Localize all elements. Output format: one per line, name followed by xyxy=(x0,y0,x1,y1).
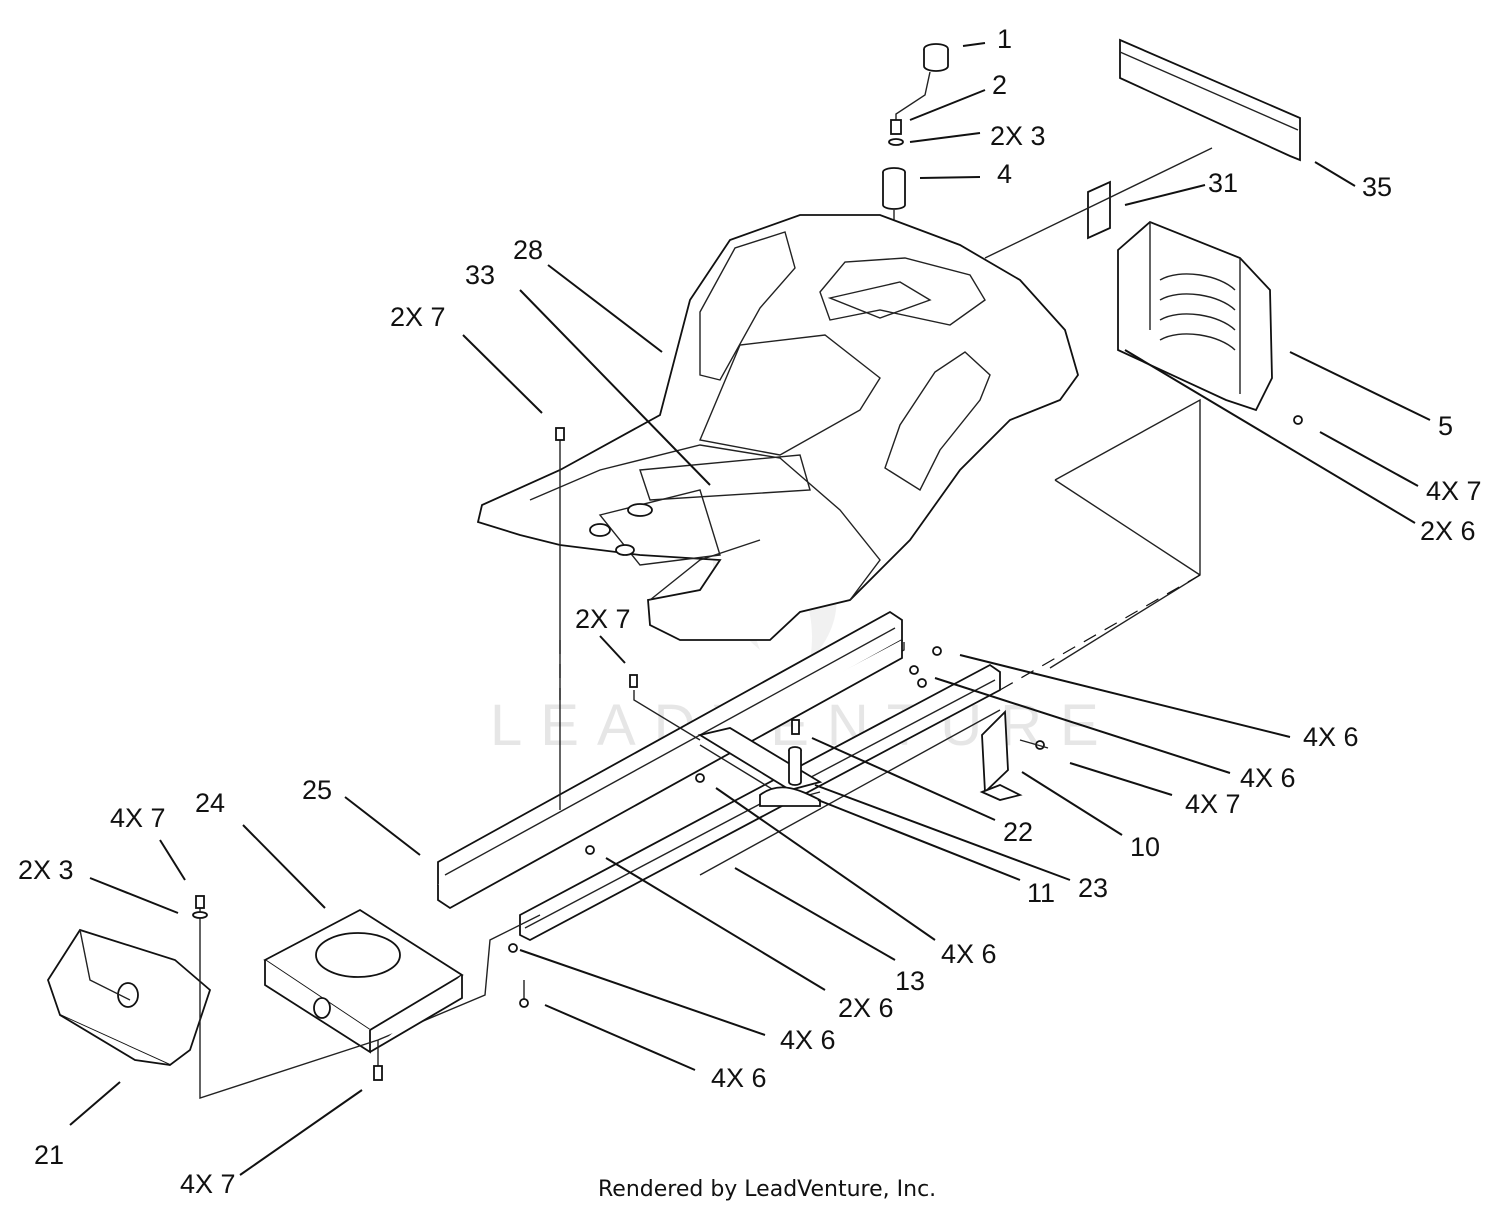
nut-2x6 xyxy=(585,845,595,855)
callout-2x7-upper: 2X 7 xyxy=(390,302,446,332)
bolt-2x7-b-line xyxy=(633,690,701,741)
callout-4x6-c: 4X 6 xyxy=(941,939,997,969)
callout-4: 4 xyxy=(997,159,1012,189)
callout-2x3-left: 2X 3 xyxy=(18,855,74,885)
bolt-2x7-b xyxy=(629,674,638,688)
part-35-rear-strip xyxy=(1119,38,1301,162)
callout-4x7-bottom: 4X 7 xyxy=(180,1169,236,1199)
part-23-spacer xyxy=(788,746,802,786)
callout-21: 21 xyxy=(34,1140,64,1170)
part-31-decal xyxy=(1087,180,1111,240)
part-28-body xyxy=(476,214,1079,641)
washer-2x3 xyxy=(192,911,208,919)
bolt-4x7 xyxy=(373,1065,383,1081)
callout-23: 23 xyxy=(1078,873,1108,903)
nut-4x6 xyxy=(695,773,705,783)
part-25-left-rail xyxy=(437,610,905,910)
bolt-2x3 xyxy=(195,895,205,909)
render-credit: Rendered by LeadVenture, Inc. xyxy=(598,1177,936,1202)
callout-2x6-lower: 2X 6 xyxy=(838,993,894,1023)
part-1-knob xyxy=(895,43,949,130)
callout-13: 13 xyxy=(895,966,925,996)
part-22-bolt xyxy=(791,719,800,735)
callout-2x6-right: 2X 6 xyxy=(1420,516,1476,546)
callout-4x7-left: 4X 7 xyxy=(110,803,166,833)
callout-2x7-mid: 2X 7 xyxy=(575,604,631,634)
part-5-bolt xyxy=(1293,415,1303,425)
leader-lines xyxy=(69,42,1431,1176)
bolt-2x3-line xyxy=(199,900,379,1099)
fasteners-4x6-upper xyxy=(909,646,1049,750)
callout-25: 25 xyxy=(302,775,332,805)
callout-11: 11 xyxy=(1027,878,1055,908)
callout-10: 10 xyxy=(1130,832,1160,862)
callout-22: 22 xyxy=(1003,817,1033,847)
callout-4x6-d: 4X 6 xyxy=(780,1025,836,1055)
callout-5: 5 xyxy=(1438,411,1453,441)
nut-4x6-mid xyxy=(508,943,518,953)
callout-1: 1 xyxy=(997,24,1012,54)
callout-4x7-mid: 4X 7 xyxy=(1185,789,1241,819)
callout-4x7-right: 4X 7 xyxy=(1426,476,1482,506)
floor-outline-dashed xyxy=(999,574,1201,691)
frame-floor-outline xyxy=(377,709,1001,1041)
callout-24: 24 xyxy=(195,788,225,818)
floor-outline xyxy=(984,147,1213,669)
callout-31: 31 xyxy=(1208,168,1238,198)
part-3-washer xyxy=(888,138,904,146)
callout-4x6-a: 4X 6 xyxy=(1303,722,1359,752)
callout-35: 35 xyxy=(1362,172,1392,202)
part-24-plate xyxy=(263,908,464,1054)
callout-28: 28 xyxy=(513,235,543,265)
bolt-2x7-a xyxy=(555,427,565,441)
callout-4x6-b: 4X 6 xyxy=(1240,763,1296,793)
callout-33: 33 xyxy=(465,260,495,290)
nut-4x6-lower xyxy=(519,998,529,1008)
part-2-screw xyxy=(890,119,902,135)
part-21-lower-shroud xyxy=(47,928,212,1067)
callout-4x6-e: 4X 6 xyxy=(711,1063,767,1093)
callout-2: 2 xyxy=(992,70,1007,100)
part-5-rear-shroud xyxy=(1117,220,1273,412)
callout-2x3-top: 2X 3 xyxy=(990,121,1046,151)
part-10-bracket xyxy=(979,709,1023,801)
